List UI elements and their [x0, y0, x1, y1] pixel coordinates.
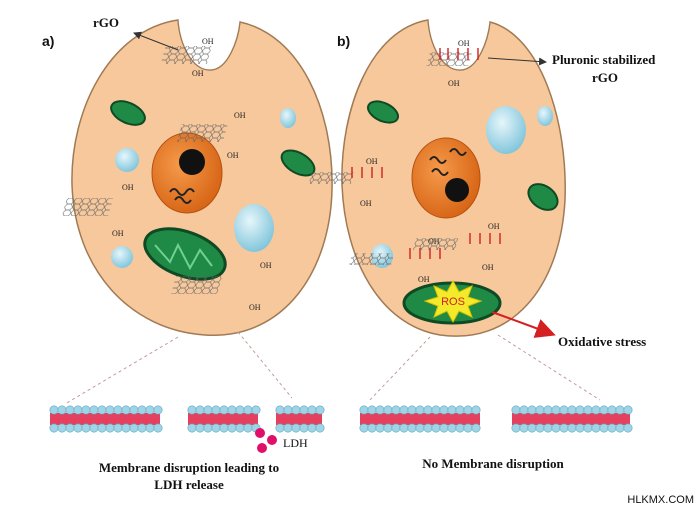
membrane-segment	[359, 405, 481, 433]
ros-label: ROS	[441, 296, 465, 308]
vesicle	[115, 148, 139, 172]
oxidative-label: Oxidative stress	[558, 334, 646, 349]
panel-a-label: a)	[42, 33, 54, 49]
caption-b: No Membrane disruption	[422, 456, 564, 471]
svg-text:OH: OH	[366, 157, 378, 166]
vesicle	[486, 106, 526, 154]
vesicle	[234, 204, 274, 252]
panel-b-label: b)	[337, 33, 350, 49]
svg-text:OH: OH	[458, 39, 470, 48]
svg-text:OH: OH	[202, 37, 214, 46]
nucleus-a	[151, 132, 223, 214]
pluronic-arrow	[487, 57, 547, 66]
rgo-arrow	[133, 31, 179, 51]
ldh-particles	[255, 428, 277, 453]
svg-text:OH: OH	[448, 79, 460, 88]
membrane-segment	[511, 405, 633, 433]
svg-text:OH: OH	[418, 275, 430, 284]
vesicle	[280, 108, 296, 128]
svg-text:OH: OH	[192, 69, 204, 78]
pluronic-label-line2: rGO	[592, 70, 618, 85]
oxidative-arrow	[491, 311, 556, 338]
svg-text:OH: OH	[227, 151, 239, 160]
svg-text:OH: OH	[360, 199, 372, 208]
svg-text:OH: OH	[249, 303, 261, 312]
rgo-sheet: OH OH	[171, 261, 272, 312]
ldh-label: LDH	[283, 436, 308, 450]
pluronic-rgo-sheet: OH OH	[413, 222, 501, 272]
mitochondrion-a-small-1	[110, 100, 146, 126]
membrane-segment	[49, 405, 163, 433]
svg-text:OH: OH	[234, 111, 246, 120]
pluronic-rgo-entry: OH OH	[426, 39, 479, 88]
svg-text:OH: OH	[122, 183, 134, 192]
rgo-sheet-entry: OH OH	[160, 37, 214, 78]
membrane-segment	[275, 405, 325, 433]
pluronic-rgo-sheet: OH OH	[308, 157, 383, 208]
svg-text:OH: OH	[482, 263, 494, 272]
vesicle	[537, 106, 553, 126]
svg-text:OH: OH	[488, 222, 500, 231]
zoom-line	[497, 334, 601, 401]
rgo-sheet: OH OH	[176, 111, 246, 160]
caption-a-line2: LDH release	[154, 477, 224, 492]
watermark: HLKMX.COM	[627, 494, 694, 506]
zoom-line	[237, 331, 293, 399]
mitochondrion-b-small-2	[527, 183, 559, 211]
membrane-segment	[187, 405, 261, 433]
zoom-line	[367, 336, 431, 403]
vesicle	[111, 246, 133, 268]
pluronic-label-line1: Pluronic stabilized	[552, 52, 656, 67]
rgo-label: rGO	[93, 15, 119, 30]
svg-text:OH: OH	[112, 229, 124, 238]
zoom-line	[64, 336, 179, 405]
mitochondrion-b-ros	[402, 279, 502, 325]
mitochondrion-a-large	[143, 227, 227, 281]
svg-text:OH: OH	[260, 261, 272, 270]
mitochondrion-b-small-1	[367, 100, 399, 124]
caption-a-line1: Membrane disruption leading to	[99, 460, 279, 475]
rgo-sheet: OH OH	[62, 183, 134, 238]
nucleus-b	[411, 137, 481, 219]
